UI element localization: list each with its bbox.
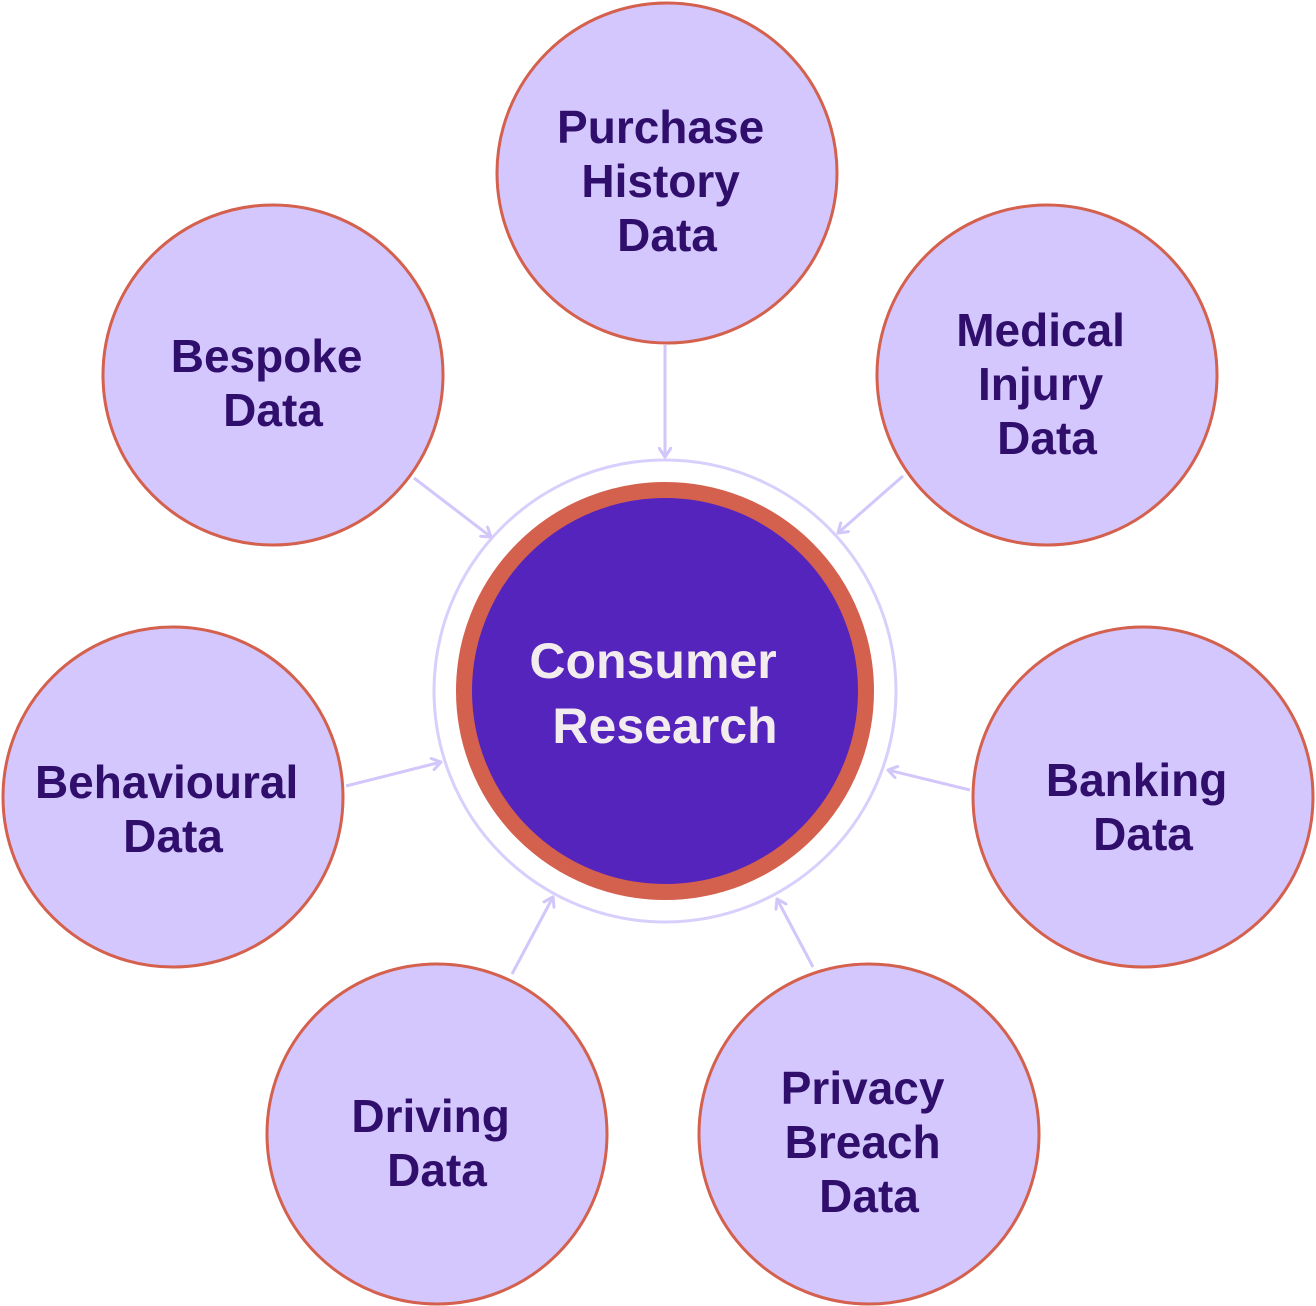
node-medical-injury: Medical Injury Data: [875, 203, 1219, 547]
center-label-line: Consumer: [529, 633, 776, 689]
arrow-driving: [510, 897, 553, 975]
node-label-line: Data: [997, 412, 1097, 464]
node-purchase-history: Purchase History Data: [495, 1, 839, 345]
arrow-privacy-breach: [777, 899, 815, 968]
node-label-line: Data: [819, 1170, 919, 1222]
node-label-line: Data: [617, 209, 717, 261]
arrow-behavioural: [345, 762, 441, 788]
node-label-line: Purchase: [557, 101, 764, 153]
center-label-line: Research: [552, 698, 777, 754]
node-label-line: Behavioural: [35, 756, 298, 808]
arrow-banking: [888, 770, 971, 792]
node-privacy-breach: Privacy Breach Data: [697, 962, 1041, 1306]
connector-arrows: [345, 345, 971, 975]
node-label-line: Bespoke: [171, 330, 363, 382]
center-halo-ring: [432, 458, 898, 924]
node-label-line: Data: [387, 1144, 487, 1196]
node-bespoke: Bespoke Data: [101, 203, 445, 547]
node-label-line: History: [581, 155, 740, 207]
node-label: Banking Data: [1046, 754, 1240, 860]
node-label: Privacy Breach Data: [781, 1062, 957, 1222]
node-circle: [875, 203, 1219, 547]
node-label-line: Banking: [1046, 754, 1227, 806]
node-behavioural: Behavioural Data: [1, 625, 345, 969]
node-label-line: Data: [223, 384, 323, 436]
center-node: Consumer Research: [456, 482, 874, 900]
node-label: Behavioural Data: [35, 756, 311, 862]
node-label-line: Driving: [351, 1090, 509, 1142]
node-driving: Driving Data: [265, 962, 609, 1306]
arrow-medical-injury: [838, 474, 904, 533]
node-label: Driving Data: [351, 1090, 522, 1196]
node-label-line: Injury: [978, 358, 1104, 410]
node-circle: [495, 1, 839, 345]
node-circle: [971, 625, 1315, 969]
node-circle: [265, 962, 609, 1306]
node-label-line: Privacy: [781, 1062, 945, 1114]
node-label-line: Medical: [956, 304, 1125, 356]
node-label-line: Data: [123, 810, 223, 862]
center-node-circle: [456, 482, 874, 900]
node-banking: Banking Data: [971, 625, 1315, 969]
center-node-label: Consumer Research: [529, 633, 790, 754]
node-circle: [697, 962, 1041, 1306]
node-label: Purchase History Data: [557, 101, 777, 261]
node-circle: [101, 203, 445, 547]
node-label: Medical Injury Data: [956, 304, 1138, 464]
arrow-bespoke: [413, 476, 491, 537]
node-circle: [1, 625, 345, 969]
node-label-line: Breach: [785, 1116, 941, 1168]
node-label-line: Data: [1093, 808, 1193, 860]
node-label: Bespoke Data: [171, 330, 376, 436]
